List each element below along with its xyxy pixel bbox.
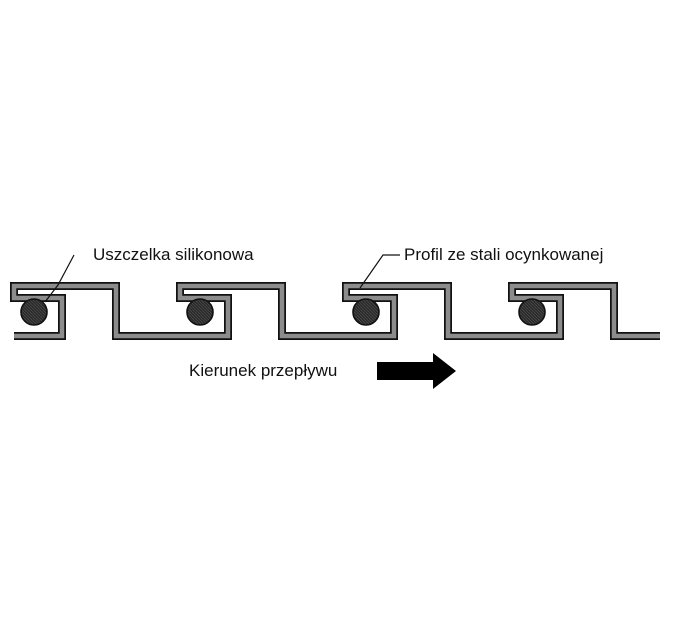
silicone-seal-1 — [20, 298, 48, 326]
flow-direction-label: Kierunek przepływu — [189, 361, 338, 380]
seal-leader-line — [44, 254, 75, 303]
silicone-seal-3 — [352, 298, 380, 326]
silicone-seal-2 — [186, 298, 214, 326]
galvanized-steel-profile — [10, 282, 660, 340]
profile-label: Profil ze stali ocynkowanej — [404, 245, 604, 264]
profile-fill — [11, 283, 660, 339]
silicone-seals — [20, 298, 546, 326]
profile-outline — [10, 282, 660, 340]
flow-arrow-icon — [377, 353, 456, 389]
silicone-seal-4 — [518, 298, 546, 326]
profile-leader-line — [359, 254, 400, 289]
seal-label: Uszczelka silikonowa — [93, 245, 254, 264]
